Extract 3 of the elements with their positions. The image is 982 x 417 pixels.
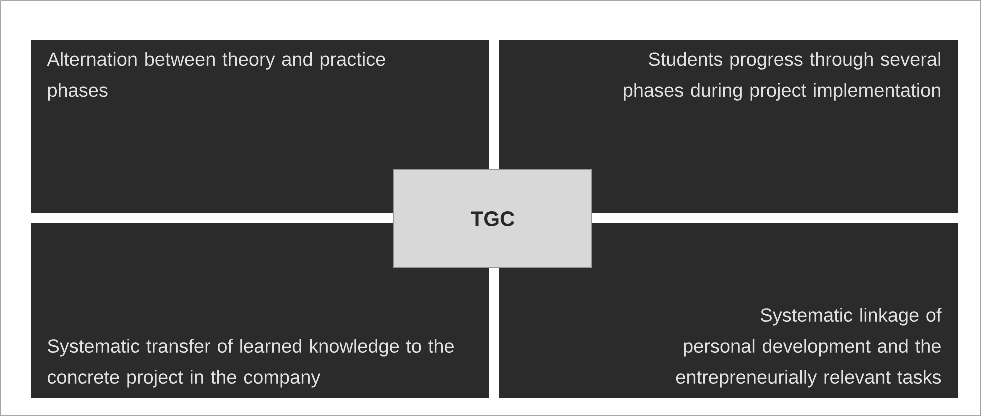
text-panel: Alternation between theory and practice phases — [31, 40, 489, 213]
text-panel: Students progress through several phases during project implementation — [499, 40, 958, 213]
center-box: TGC — [394, 170, 592, 268]
